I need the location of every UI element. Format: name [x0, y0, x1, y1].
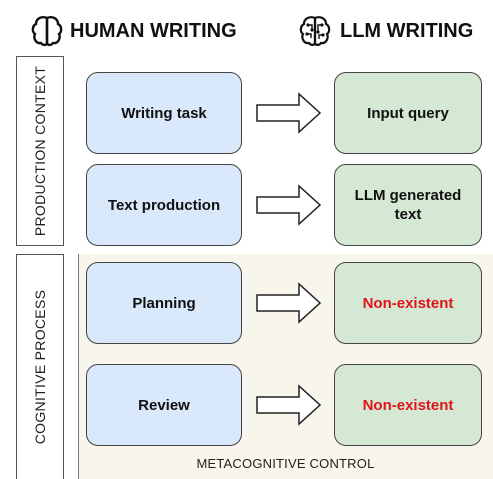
llm-box-label: Input query: [367, 104, 449, 122]
cognitive-process-section: COGNITIVE PROCESS: [16, 254, 64, 479]
human-box-label: Review: [138, 396, 190, 414]
arrow-icon: [255, 384, 323, 431]
metacognitive-label: METACOGNITIVE CONTROL: [196, 456, 375, 471]
human-planning-box: Planning: [86, 262, 242, 344]
llm-box-label: LLM generated text: [354, 187, 462, 223]
llm-writing-title: LLM WRITING: [340, 19, 474, 42]
human-writing-title: HUMAN WRITING: [70, 19, 237, 42]
human-writing-header: HUMAN WRITING: [30, 14, 237, 48]
human-text-production-box: Text production: [86, 164, 242, 246]
human-review-box: Review: [86, 364, 242, 446]
cognitive-process-label: COGNITIVE PROCESS: [32, 289, 48, 445]
arrow-icon: [255, 92, 323, 139]
llm-review-nonexistent-box: Non-existent: [334, 364, 482, 446]
arrow-icon: [255, 282, 323, 329]
circuit-brain-icon: [296, 14, 334, 48]
human-box-label: Writing task: [121, 104, 207, 122]
human-writing-task-box: Writing task: [86, 72, 242, 154]
brain-icon: [30, 14, 64, 48]
arrow-icon: [255, 184, 323, 231]
llm-writing-header: LLM WRITING: [296, 14, 473, 48]
llm-planning-nonexistent-box: Non-existent: [334, 262, 482, 344]
production-context-label: PRODUCTION CONTEXT: [32, 65, 48, 237]
llm-generated-text-box: LLM generated text: [334, 164, 482, 246]
llm-input-query-box: Input query: [334, 72, 482, 154]
human-box-label: Planning: [132, 294, 196, 312]
human-box-label: Text production: [107, 196, 221, 214]
nonexistent-label: Non-existent: [362, 396, 454, 414]
production-context-section: PRODUCTION CONTEXT: [16, 56, 64, 246]
nonexistent-label: Non-existent: [362, 294, 454, 312]
